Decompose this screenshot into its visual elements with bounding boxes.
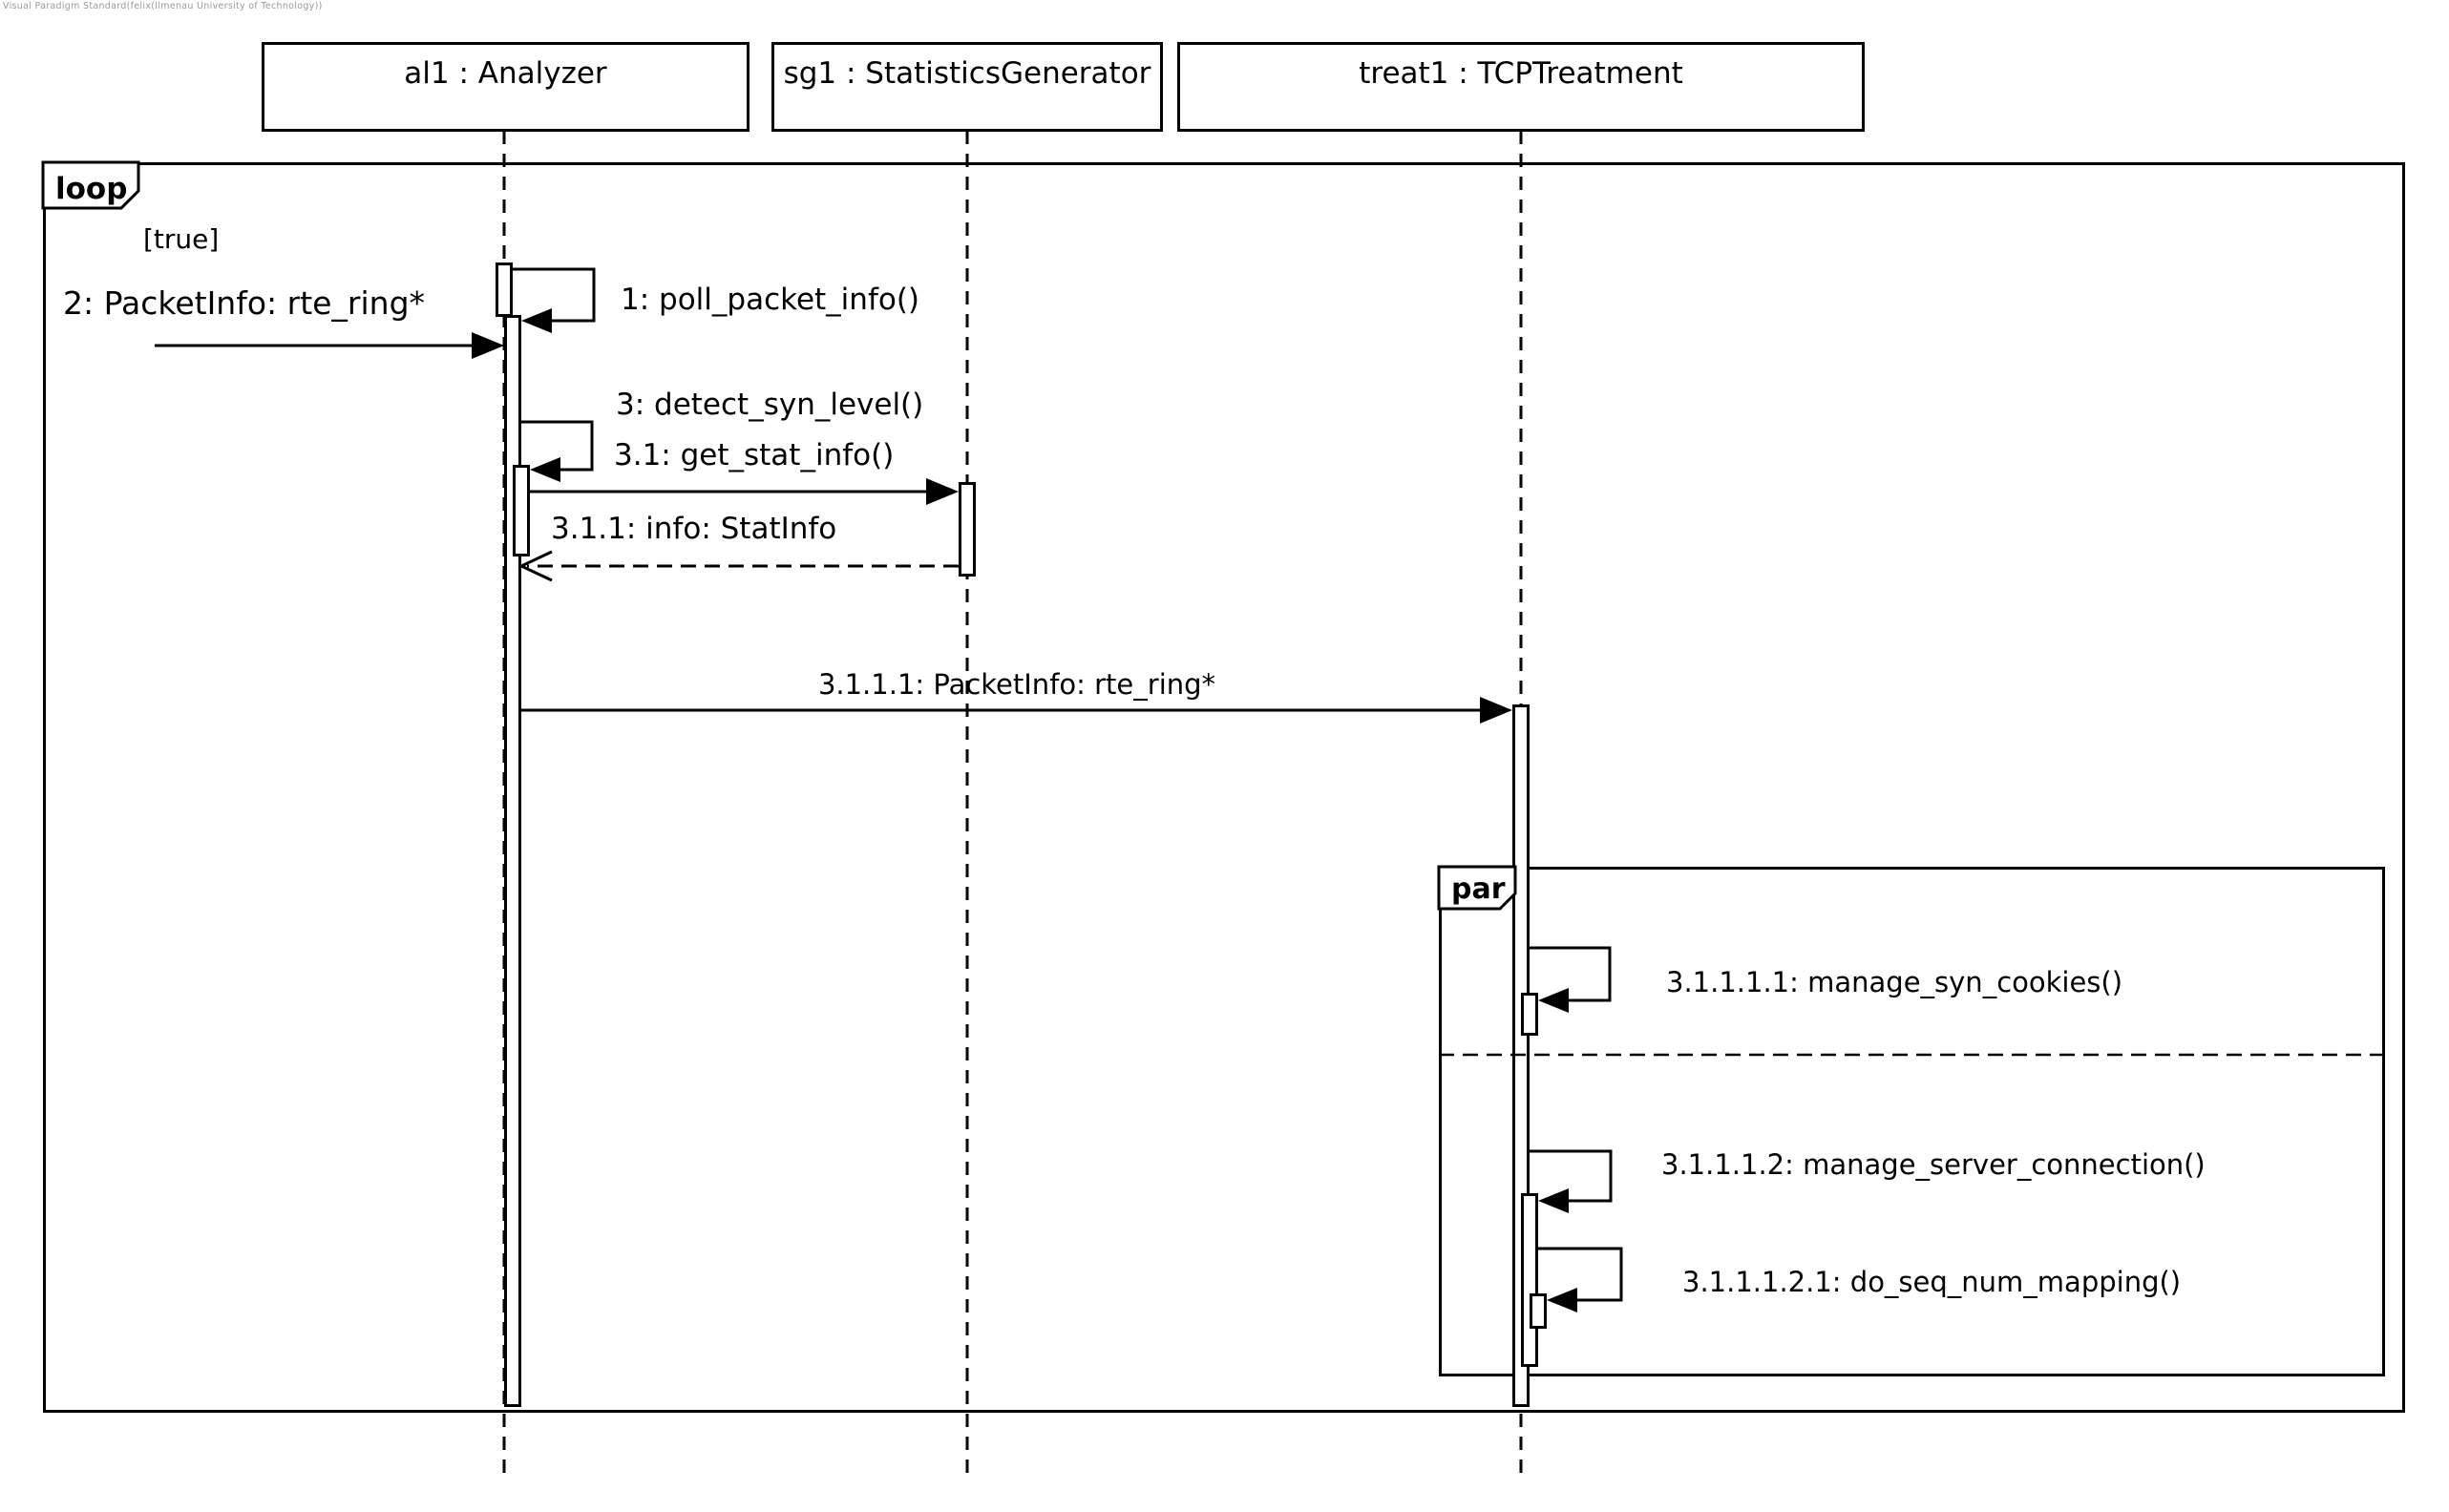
- activation-sg1[interactable]: [959, 482, 976, 577]
- message-1-line[interactable]: [513, 267, 596, 323]
- filled-arrowhead-icon: [1538, 988, 1569, 1013]
- activation-treat1-mapping[interactable]: [1530, 1293, 1547, 1329]
- filled-arrowhead-icon: [521, 308, 552, 333]
- message-3-1-1-1-2-manage-server-connection[interactable]: [1530, 1149, 1613, 1213]
- loop-guard-label[interactable]: [true]: [143, 223, 220, 255]
- par-operator-pentagon: [1437, 865, 1517, 911]
- lifeline-name-al1: al1 : Analyzer: [404, 56, 607, 91]
- loop-fragment-frame[interactable]: [43, 162, 2405, 1413]
- message-3-label[interactable]: 3: detect_syn_level(): [616, 388, 924, 422]
- message-3-1-1-1-1-manage-syn-cookies[interactable]: [1530, 946, 1612, 1013]
- lifeline-head-al1[interactable]: al1 : Analyzer: [262, 42, 749, 132]
- activation-al1-main[interactable]: [504, 315, 521, 1407]
- message-2-label[interactable]: 2: PacketInfo: rte_ring*: [63, 284, 426, 322]
- message-3-line[interactable]: [521, 420, 594, 472]
- par-fragment-frame[interactable]: [1439, 867, 2385, 1376]
- message-3-1-1-return-statinfo[interactable]: [517, 550, 959, 582]
- filled-arrowhead-icon: [1480, 697, 1512, 724]
- activation-al1-detect[interactable]: [513, 465, 530, 556]
- lifeline-head-treat1[interactable]: treat1 : TCPTreatment: [1177, 42, 1865, 132]
- open-arrowhead-icon: [517, 550, 553, 582]
- message-3-1-1-1-2-label[interactable]: 3.1.1.1.2: manage_server_connection(): [1661, 1148, 2206, 1181]
- filled-arrowhead-icon: [530, 457, 560, 482]
- message-3-1-get-stat-info[interactable]: [530, 478, 959, 505]
- lifeline-head-sg1[interactable]: sg1 : StatisticsGenerator: [771, 42, 1163, 132]
- message-3-1-1-1-2-1-do-seq-num-mapping[interactable]: [1538, 1247, 1623, 1312]
- message-3-1-1-1-1-line[interactable]: [1530, 946, 1612, 1002]
- message-1-poll-packet-info[interactable]: [513, 267, 596, 333]
- message-3-1-1-1-packetinfo[interactable]: [521, 697, 1512, 724]
- message-3-1-1-1-1-label[interactable]: 3.1.1.1.1: manage_syn_cookies(): [1666, 966, 2123, 998]
- filled-arrowhead-icon: [926, 478, 959, 505]
- message-3-1-1-label[interactable]: 3.1.1: info: StatInfo: [551, 512, 837, 546]
- filled-arrowhead-icon: [1547, 1288, 1577, 1312]
- lifeline-name-treat1: treat1 : TCPTreatment: [1359, 56, 1683, 91]
- lifeline-name-sg1: sg1 : StatisticsGenerator: [783, 56, 1151, 91]
- loop-operator-label: loop: [55, 172, 128, 206]
- message-3-1-1-1-2-1-line[interactable]: [1538, 1247, 1623, 1302]
- message-3-detect-syn-level[interactable]: [521, 420, 594, 482]
- filled-arrowhead-icon: [472, 332, 504, 359]
- message-3-1-label[interactable]: 3.1: get_stat_info(): [614, 438, 895, 472]
- message-1-label[interactable]: 1: poll_packet_info(): [621, 283, 920, 317]
- message-3-1-1-1-2-line[interactable]: [1530, 1149, 1613, 1203]
- filled-arrowhead-icon: [1538, 1188, 1569, 1213]
- loop-operator-pentagon: [41, 160, 140, 210]
- par-operator-label: par: [1451, 872, 1506, 906]
- message-3-1-1-1-label[interactable]: 3.1.1.1: PacketInfo: rte_ring*: [817, 668, 1216, 701]
- message-2-packetinfo[interactable]: [155, 332, 504, 359]
- activation-treat1-cookies[interactable]: [1521, 993, 1538, 1036]
- watermark: Visual Paradigm Standard(felix(Ilmenau U…: [3, 1, 323, 11]
- message-3-1-1-1-2-1-label[interactable]: 3.1.1.1.2.1: do_seq_num_mapping(): [1682, 1266, 2182, 1298]
